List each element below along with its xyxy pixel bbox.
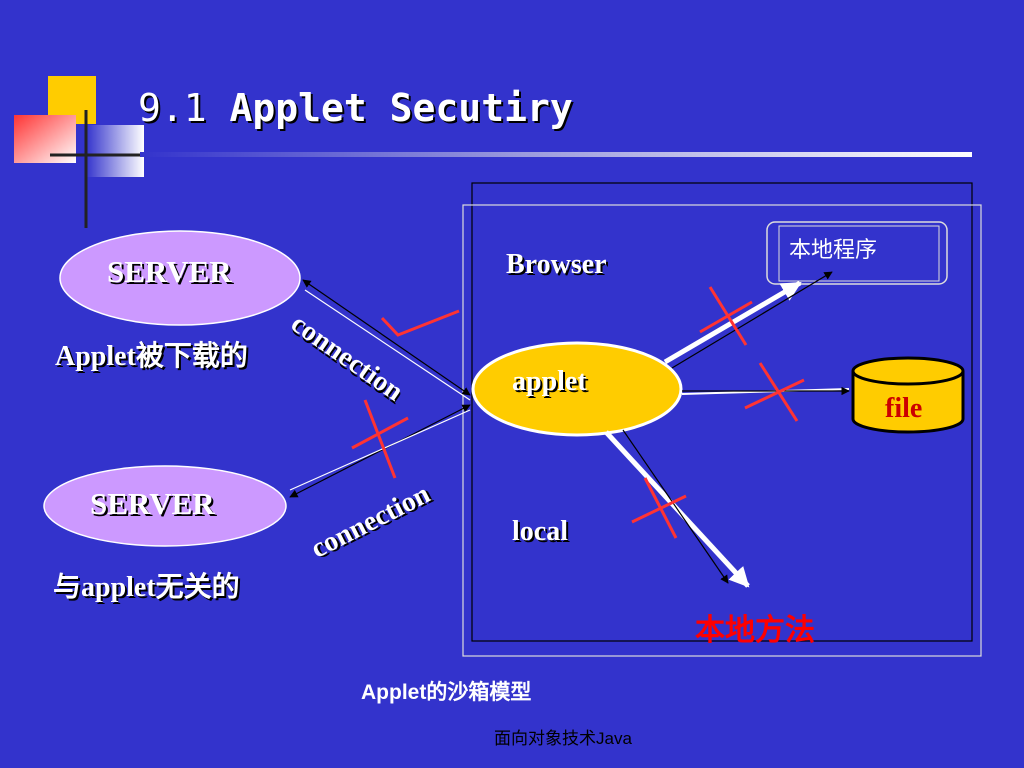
server-top-oval [59, 230, 301, 326]
allowed-check-icon [380, 309, 460, 337]
server-bottom-oval [43, 465, 287, 547]
slide-footer: 面向对象技术Java [494, 729, 632, 748]
connection-bottom-line-black [289, 404, 471, 498]
local-label: local [512, 516, 568, 547]
connection-top-line-black [302, 279, 471, 396]
forbidden-cross-program-icon [699, 286, 753, 346]
title-text: Applet Secutiry [229, 86, 573, 130]
local-program-inner-box [778, 225, 940, 282]
local-program-label: 本地程序 [789, 238, 878, 263]
forbidden-cross-file-icon [744, 362, 805, 422]
title-number: 9.1 [138, 86, 207, 130]
decor-blue-square [86, 125, 144, 177]
applet-to-native-arrow-black [622, 429, 729, 584]
applet-to-program-arrow-black [671, 271, 833, 369]
title-decoration [14, 76, 972, 228]
diagram-caption: Applet的沙箱模型 [361, 681, 532, 704]
server-top-label: SERVER [107, 254, 232, 289]
local-program-box [766, 221, 948, 285]
title-underline [140, 152, 972, 157]
browser-label: Browser [506, 249, 607, 280]
applet-oval [471, 341, 683, 437]
browser-frame [471, 182, 973, 642]
file-cylinder [851, 356, 965, 434]
server-top-note: Applet被下载的 [55, 341, 248, 372]
file-label: file [885, 393, 923, 424]
native-method-label: 本地方法 [695, 613, 815, 648]
slide-title: 9.1 Applet Secutiry [138, 86, 573, 130]
connection-bottom-line-white [289, 409, 471, 491]
connection-top-line-white [304, 289, 471, 401]
server-bottom-note: 与applet无关的 [53, 572, 240, 603]
server-bottom-label: SERVER [90, 486, 215, 521]
applet-label: applet [512, 366, 587, 397]
forbidden-cross-connection-icon [351, 399, 409, 479]
forbidden-cross-native-icon [631, 477, 687, 539]
